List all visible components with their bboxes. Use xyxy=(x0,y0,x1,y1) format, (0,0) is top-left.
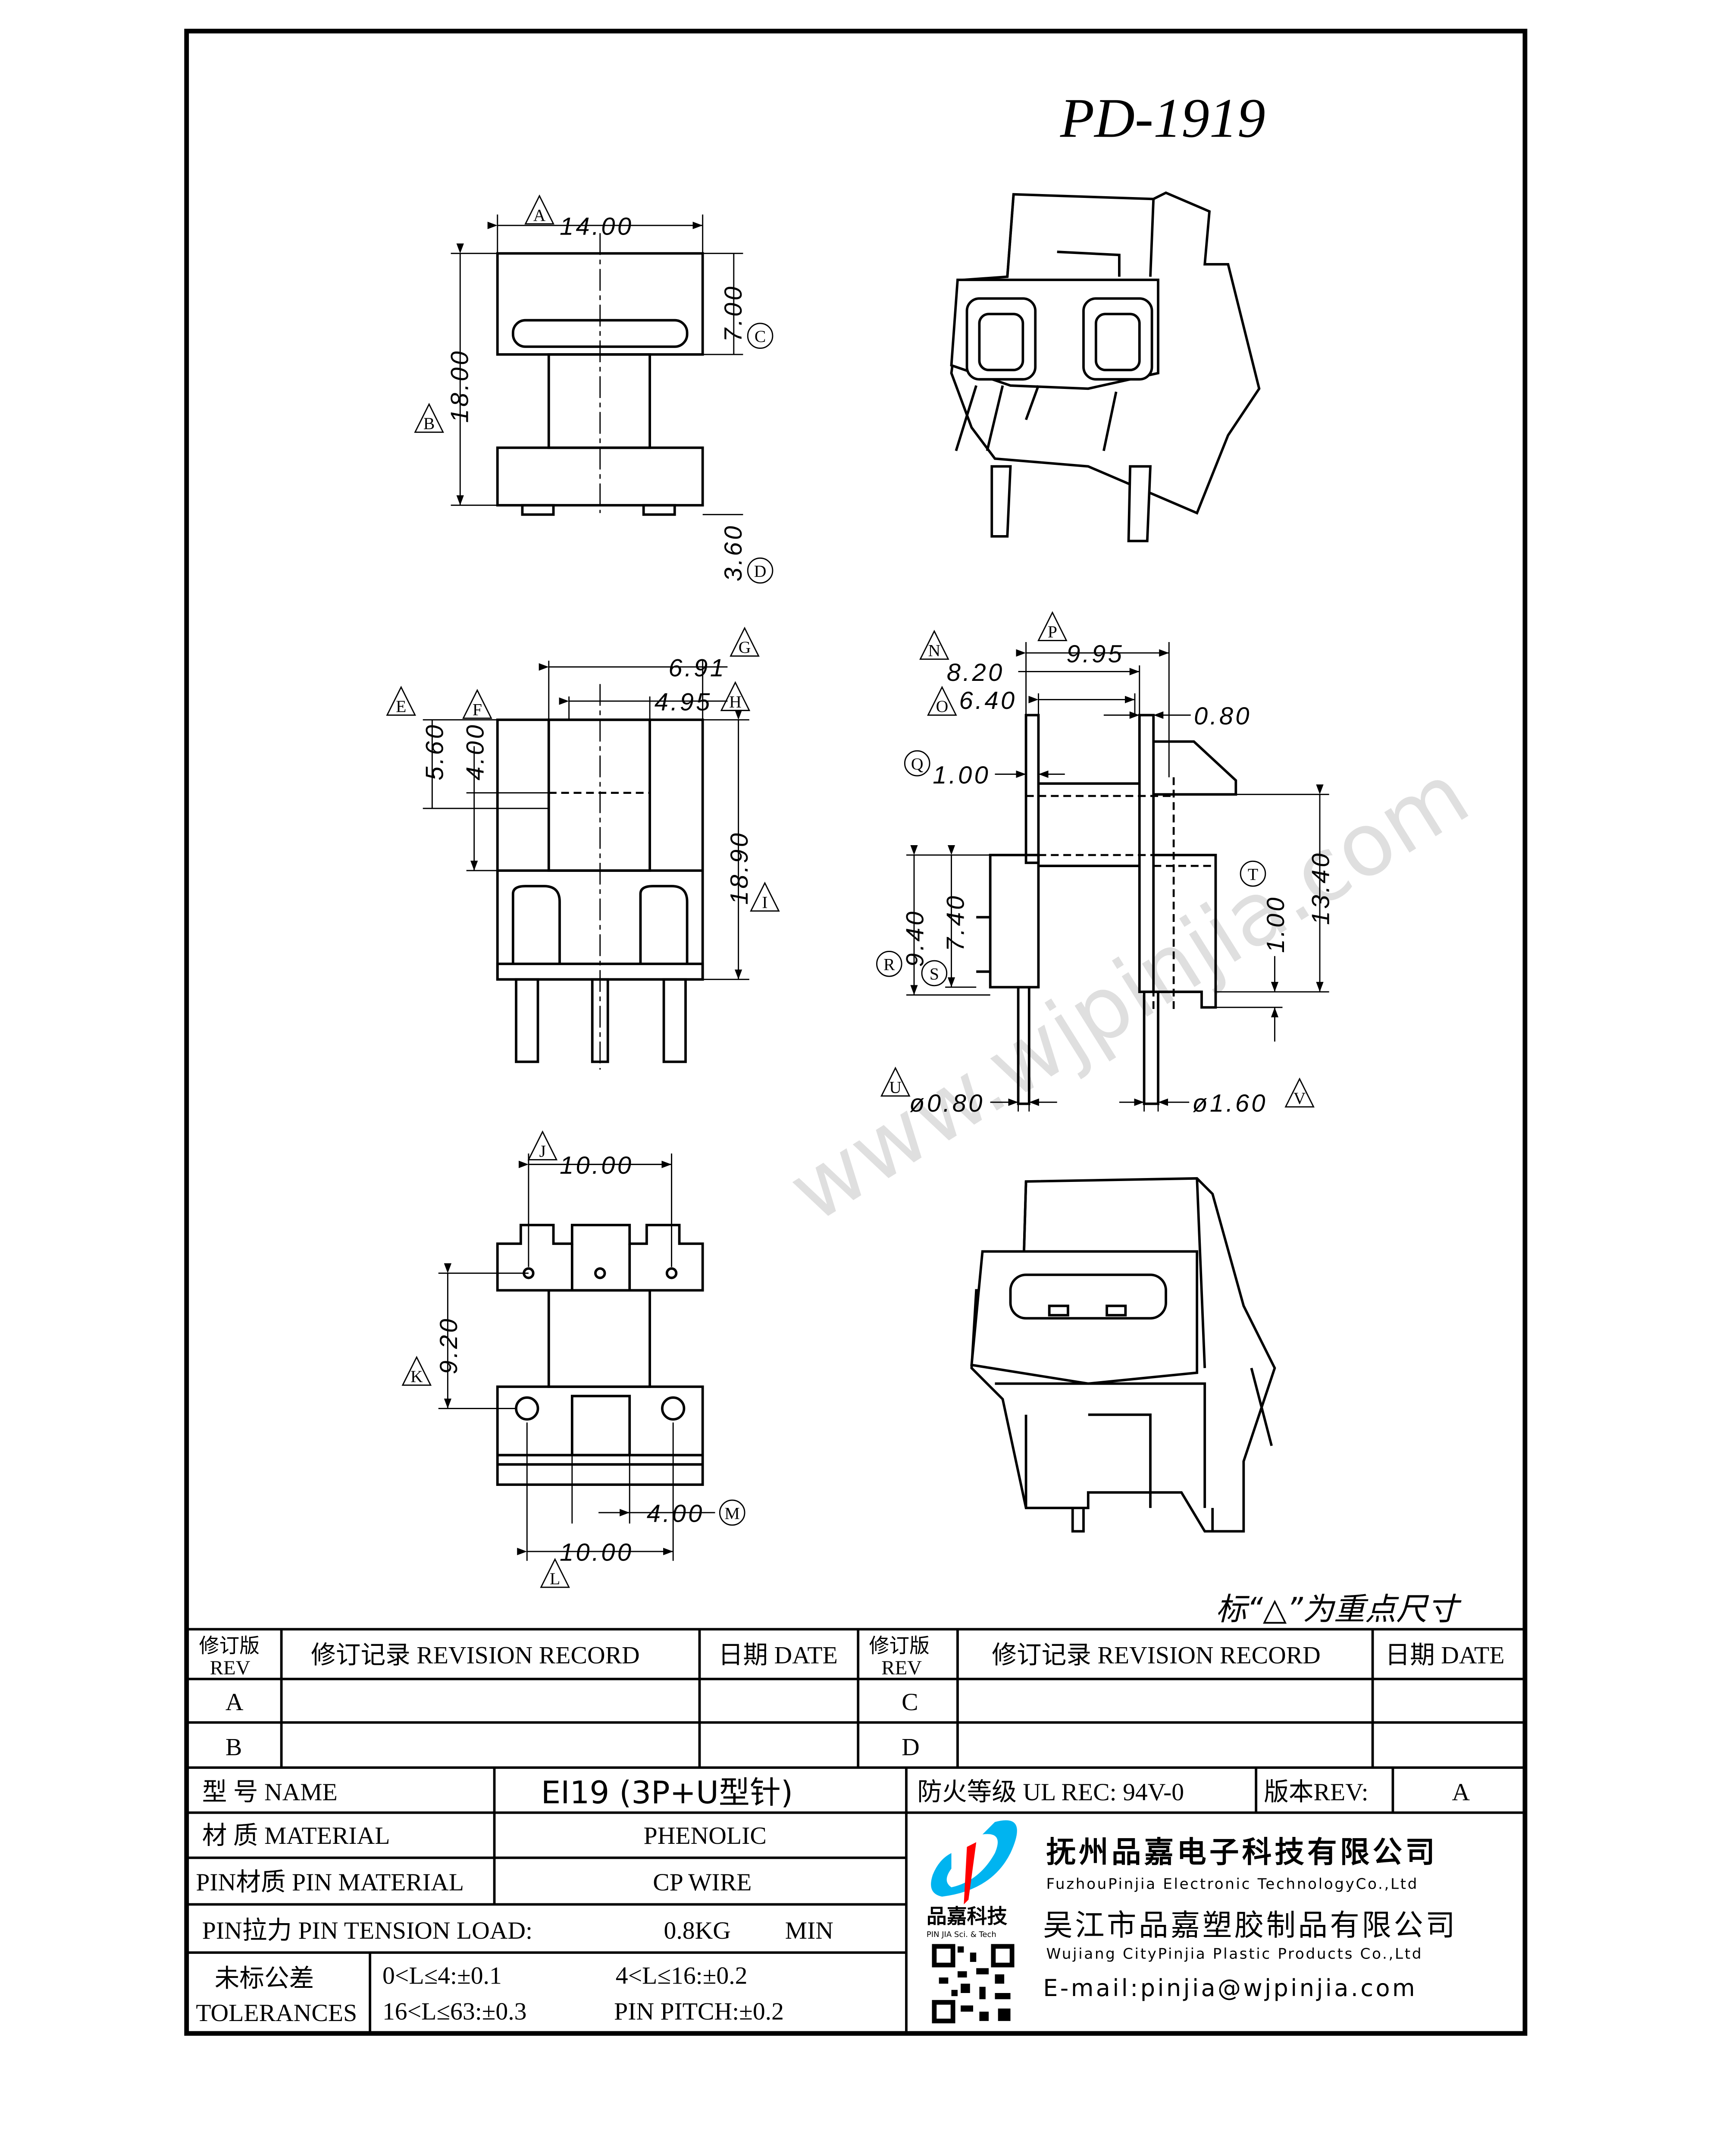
front-view: 6.91 4.95 5.60 4.00 18.90 E F G H I xyxy=(386,627,780,1070)
dim-7-00: 7.00 xyxy=(720,284,747,342)
company-name-1-en: FuzhouPinjia Electronic TechnologyCo.,Lt… xyxy=(1046,1875,1419,1893)
top-view: 14.00 7.00 18.00 3.60 A B C D xyxy=(414,194,774,584)
tag-b: B xyxy=(423,414,435,433)
tag-j: J xyxy=(539,1141,546,1160)
dim-1-00-q: 1.00 xyxy=(933,761,990,789)
ul-rating: 防火等级 UL REC: 94V-0 xyxy=(917,1779,1184,1806)
company-name-2-en: Wujiang CityPinjia Plastic Products Co.,… xyxy=(1046,1946,1423,1963)
bottom-view: 10.00 9.20 4.00 10.00 J K L M xyxy=(401,1130,745,1588)
dim-5-60: 5.60 xyxy=(421,723,449,780)
rev-header: 修订版 xyxy=(199,1635,260,1657)
tag-k: K xyxy=(410,1367,423,1386)
tag-l: L xyxy=(550,1569,560,1588)
key-dimension-note: 标“△”为重点尺寸 xyxy=(1215,1592,1462,1628)
tag-d: D xyxy=(754,562,767,581)
dim-1-00-t: 1.00 xyxy=(1262,895,1290,953)
qr-code xyxy=(932,1944,1015,2024)
dim-14-00: 14.00 xyxy=(560,213,633,240)
tag-u: U xyxy=(889,1078,902,1097)
tag-t: T xyxy=(1248,865,1258,884)
dim-pin-0-80: ø0.80 xyxy=(909,1090,985,1117)
tolerance-3: 16<L≤63:±0.3 xyxy=(382,1998,527,2025)
dim-9-20: 9.20 xyxy=(435,1316,463,1374)
logo-text: 品嘉科技 xyxy=(927,1905,1008,1928)
dim-0-80: 0.80 xyxy=(1194,702,1252,730)
date-header: 日期 DATE xyxy=(718,1642,838,1669)
dim-10-00-top: 10.00 xyxy=(560,1152,633,1179)
company-name-2-cn: 吴江市品嘉塑胶制品有限公司 xyxy=(1043,1908,1457,1943)
version-label: 版本REV: xyxy=(1264,1779,1368,1806)
company-email: E-mail:pinjia@wjpinjia.com xyxy=(1043,1974,1417,2002)
dim-4-95: 4.95 xyxy=(655,689,712,716)
logo-subtext: PIN JIA Sci. & Tech xyxy=(927,1930,996,1939)
company-logo: 品嘉科技 PIN JIA Sci. & Tech xyxy=(927,1820,1017,1939)
rev-header-en: REV xyxy=(210,1657,251,1679)
version-value: A xyxy=(1452,1779,1470,1806)
tag-p: P xyxy=(1048,622,1057,641)
record-header-2: 修订记录 REVISION RECORD xyxy=(992,1642,1321,1669)
pin-tension-unit: MIN xyxy=(785,1917,833,1944)
drawing-title: PD-1919 xyxy=(1060,87,1265,149)
sheet-border xyxy=(184,28,1528,2036)
dim-6-91: 6.91 xyxy=(668,654,726,682)
tag-c: C xyxy=(755,327,766,346)
rev-header-en-2: REV xyxy=(881,1657,922,1679)
side-view: 9.95 8.20 6.40 0.80 1.00 9.40 7.40 13.40… xyxy=(876,611,1335,1117)
dim-18-00: 18.00 xyxy=(446,349,473,423)
tolerance-2: 4<L≤16:±0.2 xyxy=(616,1962,748,1989)
dim-3-60: 3.60 xyxy=(720,523,747,581)
material-label: 材 质 MATERIAL xyxy=(202,1822,390,1849)
tag-a: A xyxy=(533,206,546,225)
isometric-view-bottom xyxy=(970,1177,1276,1533)
drawing-sheet: PD-1919 www.wjpinjia.com 14.00 7.00 18.0… xyxy=(184,28,1528,2036)
isometric-view-top xyxy=(950,191,1261,542)
rev-d: D xyxy=(902,1733,920,1761)
dim-9-95: 9.95 xyxy=(1066,640,1124,668)
tag-q: Q xyxy=(911,755,924,774)
material-value: PHENOLIC xyxy=(644,1822,767,1849)
tag-f: F xyxy=(473,700,482,719)
rev-a: A xyxy=(225,1689,244,1716)
tolerance-label-en: TOLERANCES xyxy=(196,1999,357,2027)
tolerance-label: 未标公差 xyxy=(215,1965,314,1993)
title-block: 修订版 REV 修订记录 REVISION RECORD 日期 DATE 修订版… xyxy=(186,1628,1525,2034)
watermark: www.wjpinjia.com xyxy=(772,743,1486,1242)
tag-v: V xyxy=(1293,1089,1306,1108)
pin-tension-label: PIN拉力 PIN TENSION LOAD: xyxy=(202,1917,532,1944)
tag-o: O xyxy=(936,697,949,716)
date-header-2: 日期 DATE xyxy=(1385,1642,1504,1669)
tag-m: M xyxy=(725,1504,740,1523)
tag-h: H xyxy=(729,692,742,711)
dim-4-00: 4.00 xyxy=(461,723,489,780)
dim-8-20: 8.20 xyxy=(947,659,1005,686)
pin-material-value: CP WIRE xyxy=(653,1869,752,1896)
tolerance-4: PIN PITCH:±0.2 xyxy=(614,1998,784,2025)
dim-4-00-bottom: 4.00 xyxy=(647,1500,705,1528)
dim-9-40: 9.40 xyxy=(902,909,929,967)
dim-7-40: 7.40 xyxy=(942,894,969,952)
dim-18-90: 18.90 xyxy=(726,831,753,905)
tag-r: R xyxy=(883,955,895,974)
pin-material-label: PIN材质 PIN MATERIAL xyxy=(196,1869,464,1896)
tag-g: G xyxy=(739,638,751,657)
name-value: EI19 (3P+U型针) xyxy=(541,1775,793,1811)
revision-table: 修订版 REV 修订记录 REVISION RECORD 日期 DATE 修订版… xyxy=(199,1635,1505,1761)
company-name-1-cn: 抚州品嘉电子科技有限公司 xyxy=(1046,1835,1438,1870)
pin-tension-value: 0.8KG xyxy=(664,1917,731,1944)
tag-n: N xyxy=(928,641,941,660)
rev-c: C xyxy=(902,1689,918,1716)
technical-drawing: PD-1919 www.wjpinjia.com 14.00 7.00 18.0… xyxy=(184,28,1528,2036)
rev-header-2: 修订版 xyxy=(869,1635,930,1657)
tag-e: E xyxy=(396,697,406,716)
dim-6-40: 6.40 xyxy=(959,687,1017,714)
tag-s: S xyxy=(930,964,939,983)
tolerance-1: 0<L≤4:±0.1 xyxy=(382,1962,502,1989)
name-label: 型 号 NAME xyxy=(202,1779,338,1806)
dim-10-00-bottom: 10.00 xyxy=(560,1539,633,1567)
rev-b: B xyxy=(225,1733,242,1761)
dim-pin-1-60: ø1.60 xyxy=(1192,1090,1268,1117)
record-header: 修订记录 REVISION RECORD xyxy=(311,1642,640,1669)
dim-13-40: 13.40 xyxy=(1307,851,1335,925)
tag-i: I xyxy=(762,893,767,912)
